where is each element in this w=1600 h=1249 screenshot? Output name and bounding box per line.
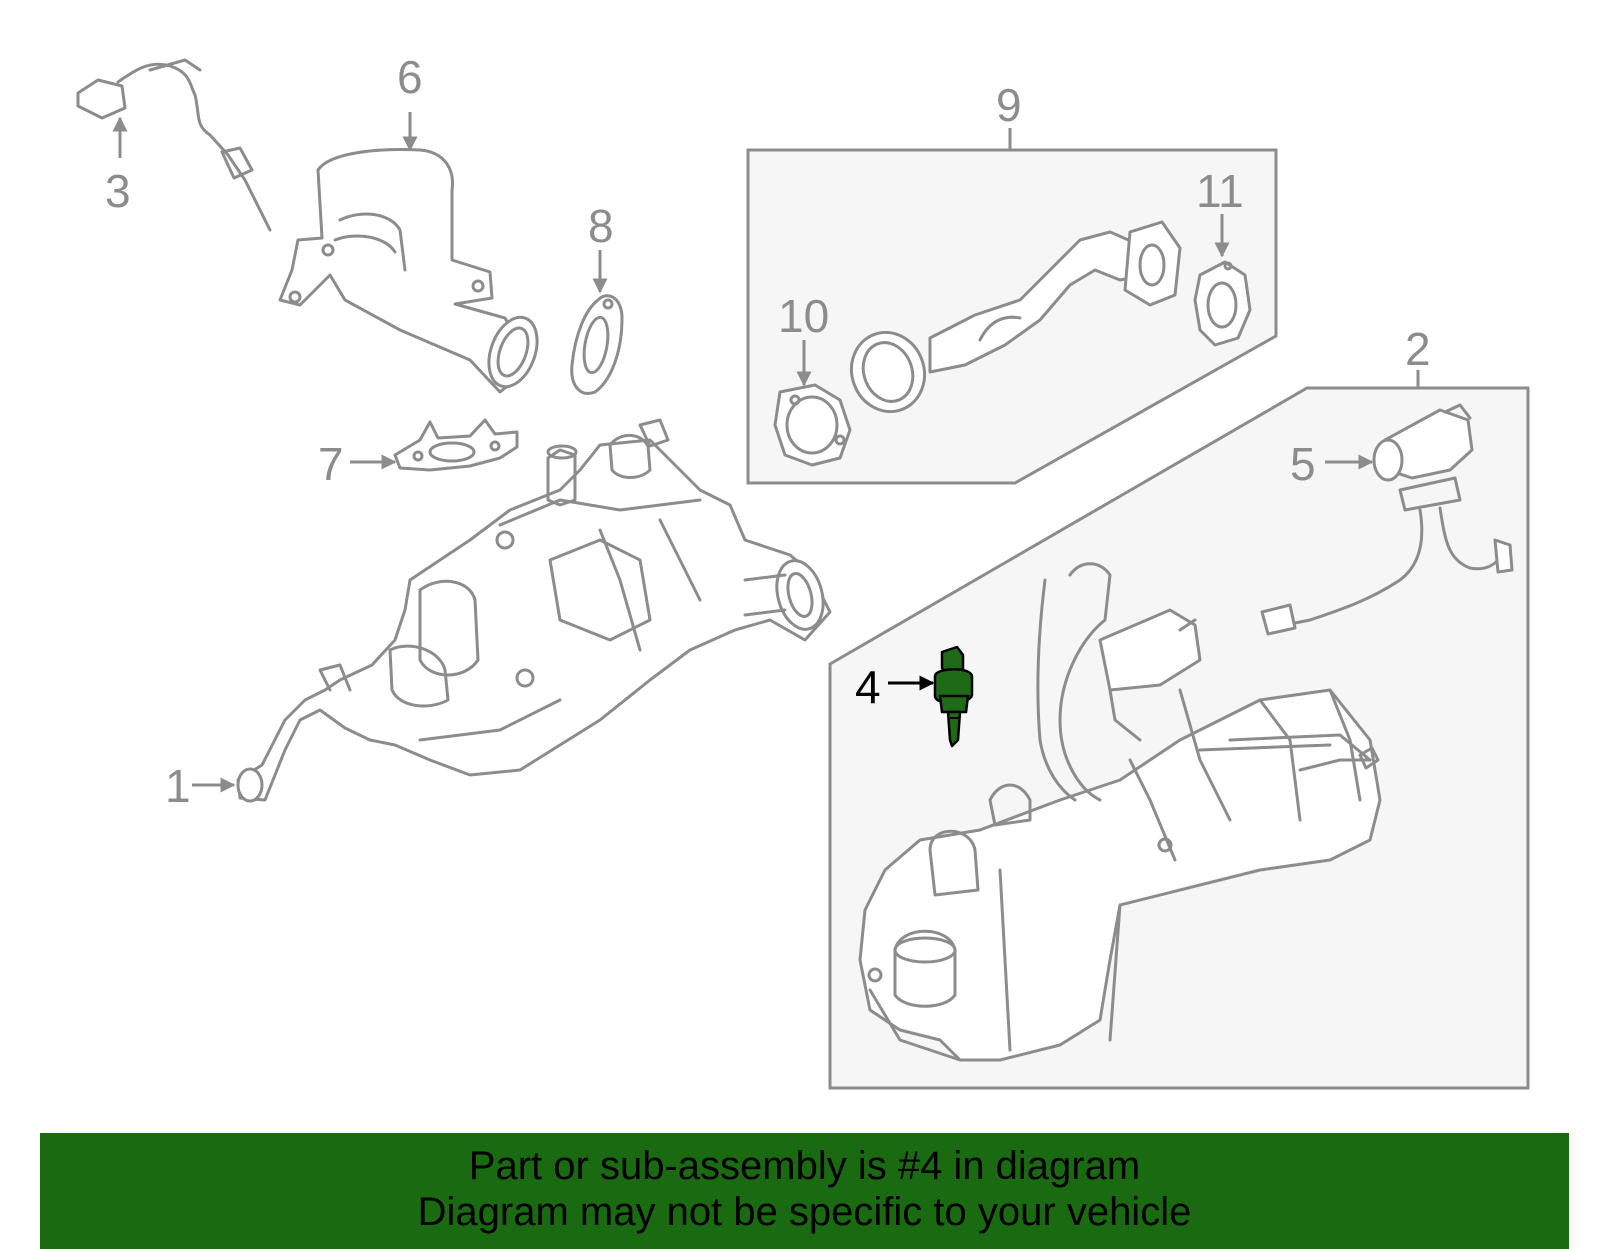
part-11-gasket[interactable] [1193, 260, 1252, 347]
part-4-temperature-sensor[interactable] [933, 645, 974, 748]
callout-5: 5 [1290, 438, 1316, 490]
callout-8: 8 [588, 200, 614, 252]
info-banner: Part or sub-assembly is #4 in diagram Di… [40, 1133, 1569, 1249]
callout-11: 11 [1196, 165, 1244, 217]
callout-6: 6 [397, 51, 423, 103]
callout-2: 2 [1405, 323, 1431, 375]
callout-9: 9 [996, 79, 1022, 131]
part-6-egr-pipe[interactable] [278, 148, 546, 394]
callout-7: 7 [318, 438, 344, 490]
callout-4: 4 [855, 661, 881, 713]
part-10-gasket[interactable] [773, 383, 852, 467]
callout-1: 1 [165, 760, 191, 812]
part-8-gasket[interactable] [570, 294, 624, 395]
part-5-solenoid[interactable] [1260, 403, 1514, 636]
callout-3: 3 [105, 165, 131, 217]
part-7-gasket[interactable] [393, 418, 519, 472]
part-9-pipe[interactable] [840, 220, 1182, 422]
part-1-egr-assembly[interactable] [236, 418, 832, 803]
callout-labels: 1 2 3 4 5 6 7 8 9 10 11 [105, 51, 1431, 812]
banner-line-2: Diagram may not be specific to your vehi… [417, 1190, 1192, 1234]
leader-lines [112, 112, 1420, 793]
callout-10: 10 [778, 290, 829, 342]
banner-line-1: Part or sub-assembly is #4 in diagram [468, 1144, 1141, 1188]
part-3-temp-sensor[interactable] [76, 58, 272, 232]
part-2-egr-cooler[interactable] [858, 562, 1382, 1062]
